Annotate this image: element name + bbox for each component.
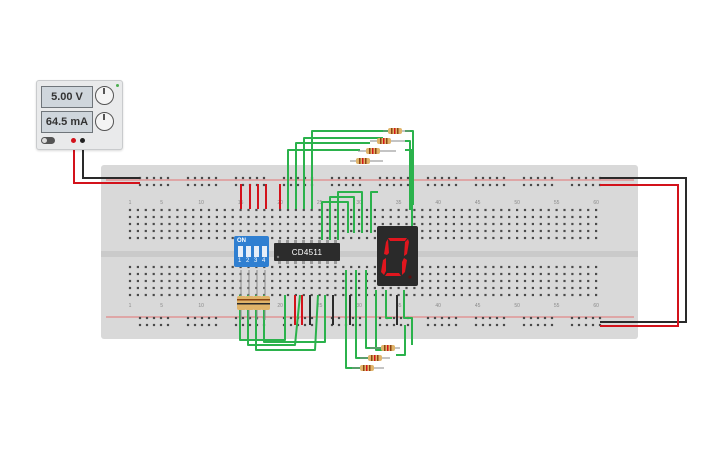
column-label: 25 — [317, 200, 323, 206]
column-label: 55 — [554, 200, 560, 206]
dip-on-label: ON — [237, 238, 246, 244]
column-label: 30 — [356, 200, 362, 206]
column-label: 45 — [475, 303, 481, 309]
column-label: 20 — [277, 303, 283, 309]
resistors-dip[interactable] — [237, 270, 270, 320]
column-label: 55 — [554, 303, 560, 309]
red-jumpers-top[interactable] — [240, 184, 281, 209]
column-label: 5 — [160, 303, 163, 309]
column-label: 10 — [198, 303, 204, 309]
green-wires[interactable] — [239, 130, 414, 369]
resistors-top[interactable] — [350, 128, 410, 164]
column-label: 40 — [435, 200, 441, 206]
seven-segment-display[interactable] — [377, 226, 418, 286]
voltage-display: 5.00 V — [41, 86, 93, 108]
negative-terminal[interactable] — [80, 138, 85, 143]
power-led-icon — [116, 84, 119, 87]
column-label: 1 — [129, 303, 132, 309]
column-label: 40 — [435, 303, 441, 309]
current-display: 64.5 mA — [41, 111, 93, 133]
column-label: 30 — [356, 303, 362, 309]
wire-rail-bridge-black[interactable] — [600, 177, 687, 323]
column-label: 5 — [160, 200, 163, 206]
column-label: 25 — [317, 303, 323, 309]
column-label: 10 — [198, 200, 204, 206]
column-label: 35 — [396, 200, 402, 206]
current-knob[interactable] — [95, 112, 114, 131]
wire-rail-bridge-red[interactable] — [600, 184, 679, 327]
dip-number-4: 4 — [262, 258, 266, 264]
column-label: 50 — [514, 303, 520, 309]
power-supply[interactable]: 5.00 V 64.5 mA — [36, 80, 123, 150]
positive-terminal[interactable] — [71, 138, 76, 143]
dip-number-3: 3 — [254, 258, 258, 264]
jumpers-bottom[interactable] — [294, 295, 398, 325]
ic-label: CD4511 — [291, 248, 323, 257]
wire-psu-red[interactable] — [73, 140, 140, 184]
power-switch[interactable] — [41, 137, 55, 144]
ic-cd4511[interactable] — [274, 240, 340, 264]
digit-zero-segments — [381, 238, 409, 276]
column-label: 1 — [129, 200, 132, 206]
dip-switch[interactable] — [234, 236, 269, 267]
column-label: 45 — [475, 200, 481, 206]
column-label: 35 — [396, 303, 402, 309]
wire-psu-black[interactable] — [82, 140, 140, 179]
column-label: 60 — [593, 303, 599, 309]
voltage-knob[interactable] — [95, 86, 114, 105]
dip-number-2: 2 — [246, 258, 250, 264]
dip-number-1: 1 — [238, 258, 242, 264]
resistors-bottom[interactable] — [352, 345, 400, 371]
breadboard-center-channel — [101, 251, 638, 257]
column-label: 50 — [514, 200, 520, 206]
column-label: 60 — [593, 200, 599, 206]
